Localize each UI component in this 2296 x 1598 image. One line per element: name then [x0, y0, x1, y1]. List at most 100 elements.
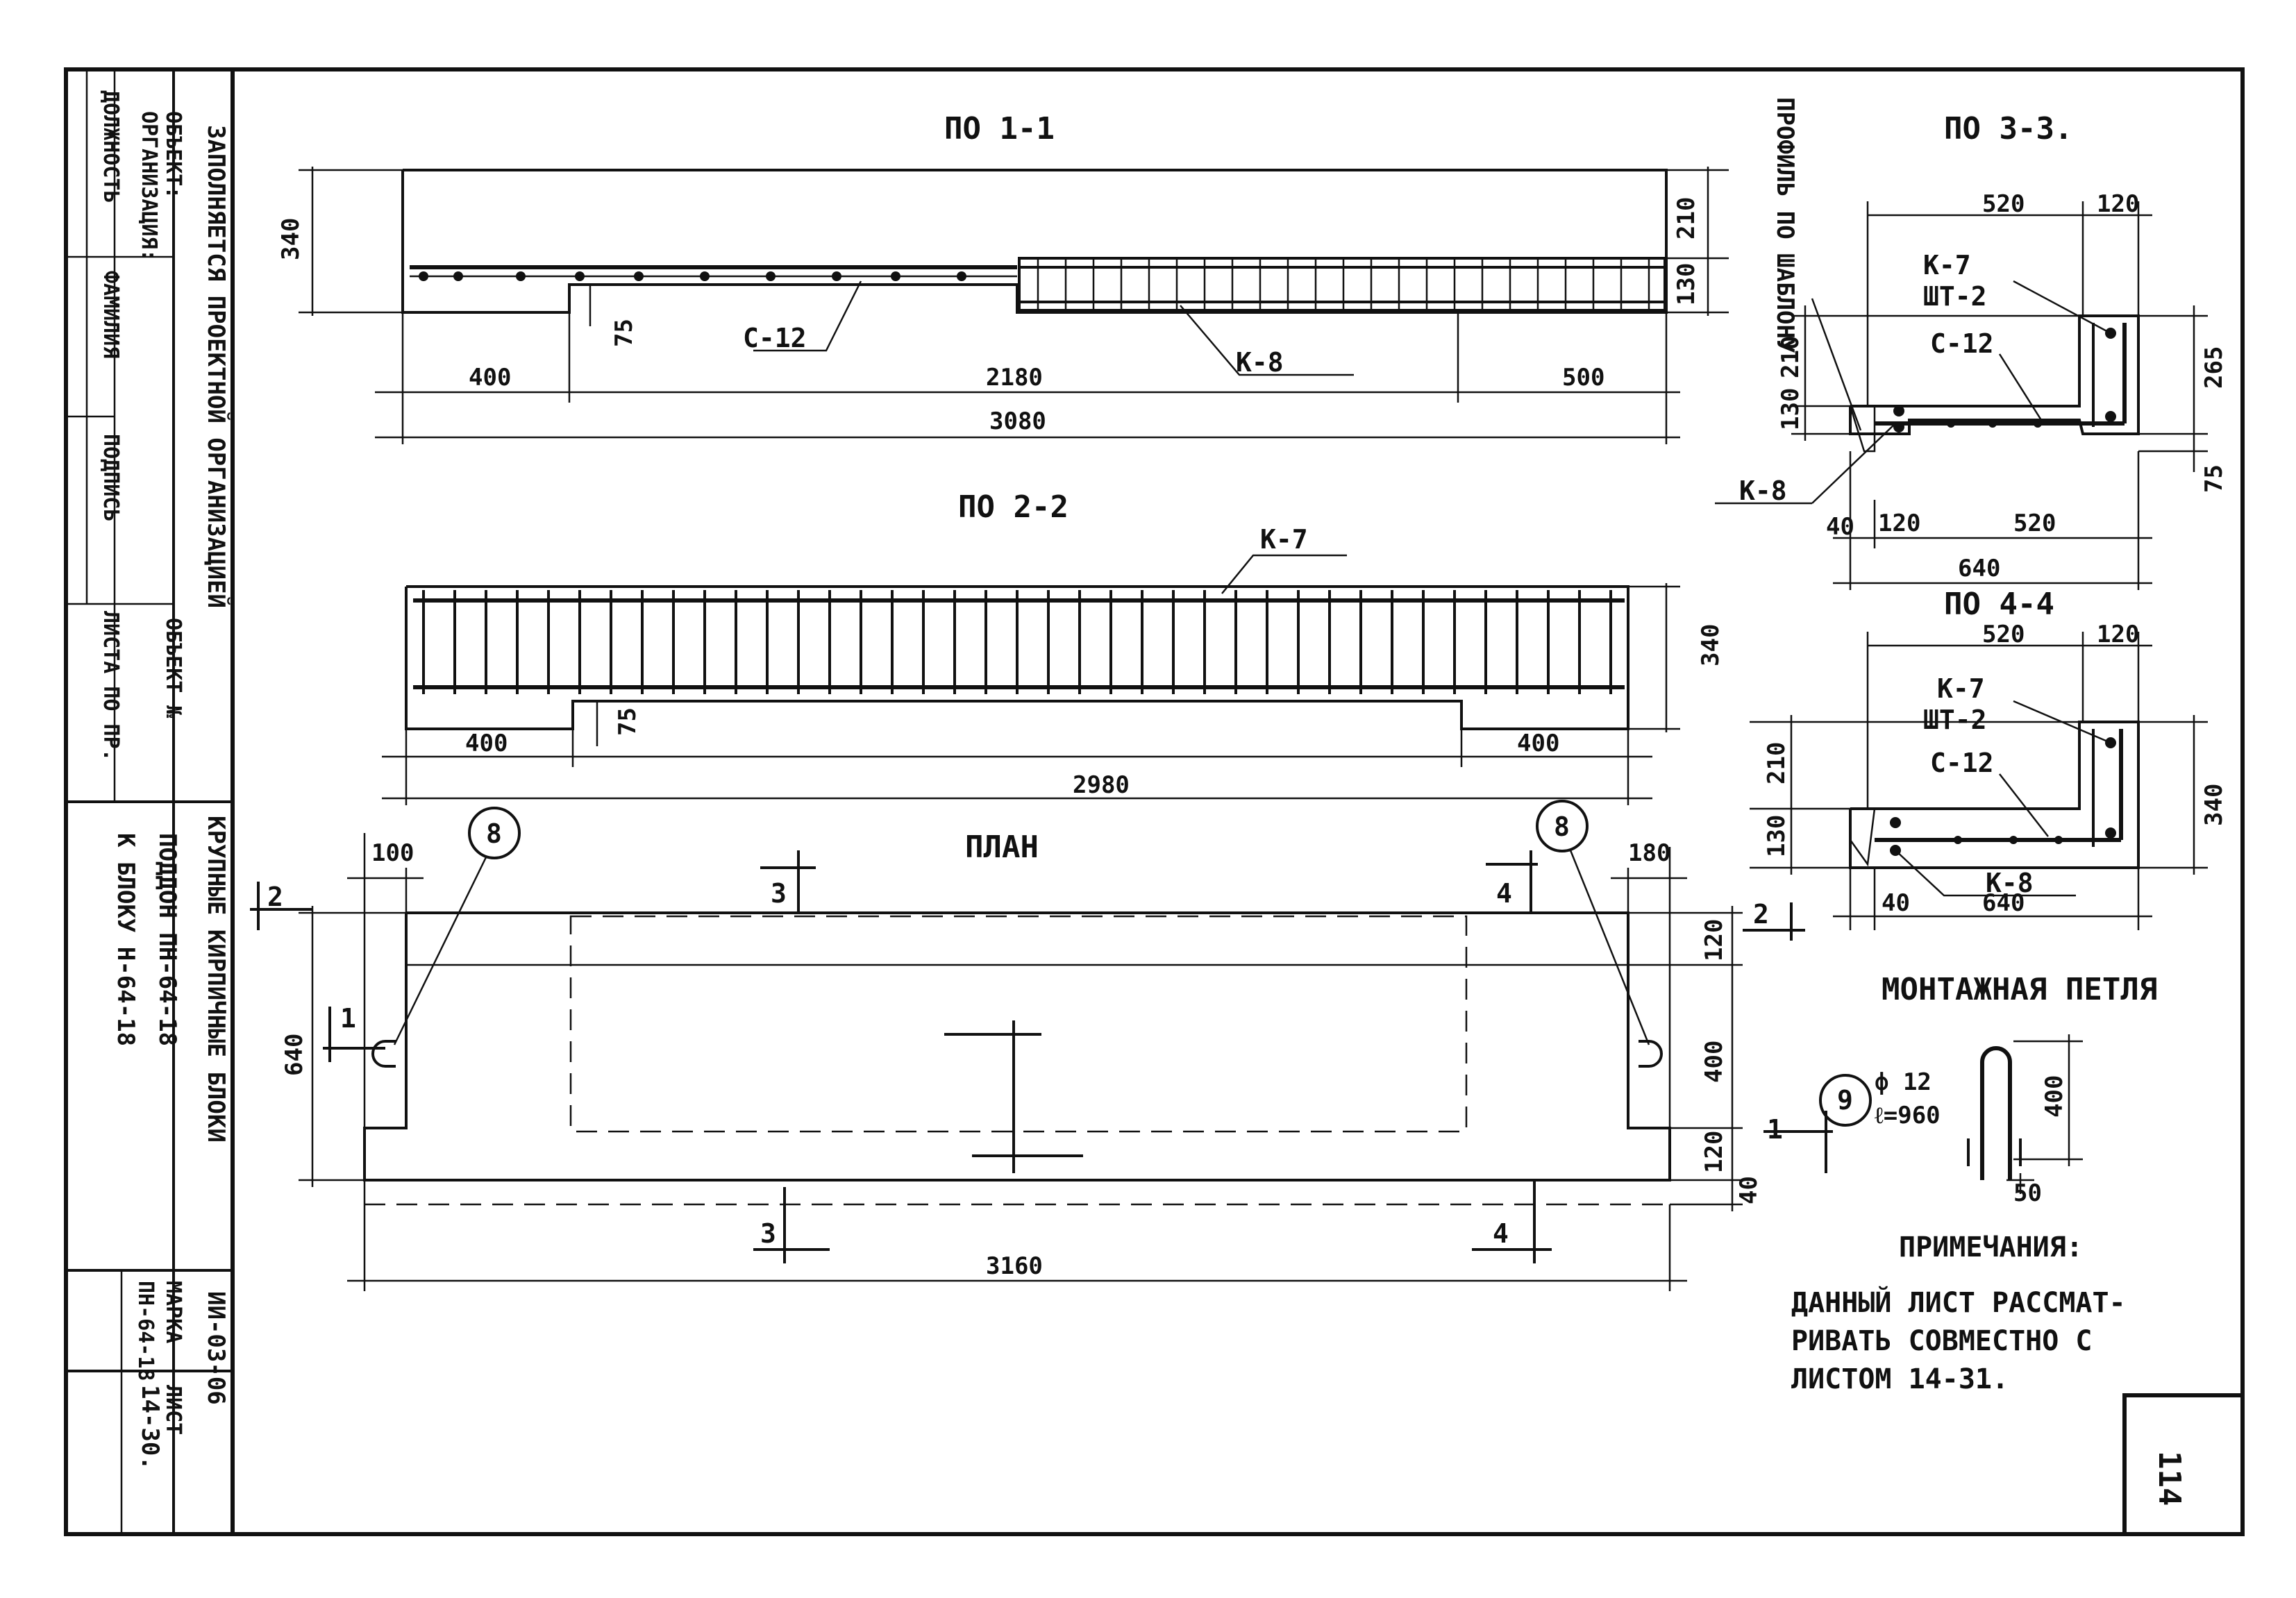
dim-640-plan: 640 — [280, 1034, 308, 1076]
pos8-right-circle — [1536, 800, 1589, 852]
label-k8-3-3: К-8 — [1739, 476, 1787, 506]
stamp-col-position: ДОЛЖНОСТЬ — [99, 90, 123, 203]
dim-75-1-1: 75 — [610, 319, 638, 347]
label-sht2-4-4: ШТ-2 — [1923, 705, 1987, 735]
cage-k7-verticals — [422, 590, 1612, 694]
dim-265-3-3: 265 — [2200, 346, 2228, 389]
stamp-col-sheets: ОБЪЕКТ № — [161, 618, 185, 718]
cut-1-right: 1 — [1767, 1114, 1783, 1145]
section-1-1-title: ПО 1-1 — [944, 111, 1055, 146]
dim-520b-3-3: 520 — [2013, 510, 2056, 537]
stamp-code: ИИ-03-06 — [202, 1291, 230, 1405]
dim-340-4-4: 340 — [2200, 784, 2228, 826]
dim-400-loop: 400 — [2041, 1075, 2068, 1118]
plan-title: ПЛАН — [965, 830, 1039, 865]
dim-400-1-1: 400 — [469, 364, 511, 392]
stamp-col-signature: ПОДПИСЬ — [99, 434, 123, 521]
label-k7-3-3: К-7 — [1923, 250, 1971, 280]
notes-block: ПРИМЕЧАНИЯ: ДАННЫЙ ЛИСТ РАССМАТ- РИВАТЬ … — [1791, 1231, 2126, 1395]
label-k8-1-1: К-8 — [1236, 347, 1284, 378]
dim-400-plan: 400 — [1700, 1041, 1728, 1083]
stamp-col-name: ФАМИЛИЯ — [99, 271, 123, 358]
dim-130-1-1: 130 — [1673, 263, 1700, 305]
dims-2-2 — [382, 583, 1680, 805]
dim-400-left-2-2: 400 — [465, 730, 508, 757]
cut-3-bottom: 3 — [760, 1218, 776, 1249]
dim-400-right-2-2: 400 — [1517, 730, 1559, 757]
dim-75-3-3: 75 — [2200, 464, 2228, 493]
dim-500-1-1: 500 — [1562, 364, 1604, 392]
dim-120b-3-3: 120 — [1878, 510, 1920, 537]
plan-view: ПЛАН 8 8 3 3 4 4 2 1 2 1 — [250, 800, 1833, 1291]
dim-210-3-3: 210 — [1777, 336, 1804, 378]
cage-k8-verticals — [1037, 258, 1650, 310]
section-2-2: ПО 2-2 К-7 — [382, 489, 1725, 805]
label-pos8-left: 8 — [486, 818, 502, 849]
dims-loop — [2006, 1034, 2083, 1194]
stamp-marka-label: МАРКА — [161, 1281, 185, 1343]
dim-520-4-4: 520 — [1982, 621, 2025, 648]
dim-210-1-1: 210 — [1673, 197, 1700, 239]
label-pos8-right: 8 — [1554, 811, 1570, 842]
dim-120-3-3: 120 — [2097, 190, 2139, 218]
cut-4-bottom: 4 — [1493, 1218, 1509, 1249]
dim-50-loop: 50 — [2013, 1179, 2042, 1207]
dim-2180-1-1: 2180 — [986, 364, 1043, 392]
dim-40-plan: 40 — [1735, 1176, 1763, 1204]
section-3-3: ПО 3-3. ПРОФИЛЬ ПО ШАБЛОНУ К-7 ШТ-2 С-12… — [1715, 97, 2228, 590]
dims-plan — [299, 833, 1743, 1291]
dim-120-4-4: 120 — [2097, 621, 2139, 648]
notes-line2: РИВАТЬ СОВМЕСТНО С — [1791, 1325, 2092, 1357]
rebar-dots-1-1 — [419, 271, 966, 281]
dim-180-plan: 180 — [1628, 839, 1670, 867]
dim-3080-1-1: 3080 — [989, 407, 1046, 435]
dim-130-4-4: 130 — [1763, 815, 1791, 857]
notes-line1: ДАННЫЙ ЛИСТ РАССМАТ- — [1791, 1286, 2126, 1319]
dim-340-1-1: 340 — [277, 218, 305, 260]
profile-note: ПРОФИЛЬ ПО ШАБЛОНУ — [1771, 97, 1799, 353]
dim-120-top-plan: 120 — [1700, 919, 1728, 961]
cut-4-top: 4 — [1496, 878, 1512, 909]
dim-520-3-3: 520 — [1982, 190, 2025, 218]
section-4-4-title: ПО 4-4 — [1944, 587, 2054, 622]
section-3-3-title: ПО 3-3. — [1944, 111, 2072, 146]
label-c12-1-1: С-12 — [743, 323, 807, 353]
loop-diameter: ф 12 — [1875, 1068, 1932, 1096]
label-k8-4-4: К-8 — [1986, 868, 2034, 898]
stamp-marka-value: ПН-64-18 — [133, 1281, 158, 1381]
mounting-loop: МОНТАЖНАЯ ПЕТЛЯ 9 ф 12 ℓ=960 400 50 — [1819, 972, 2157, 1207]
dims-3-3 — [1791, 201, 2208, 590]
dim-210-4-4: 210 — [1763, 742, 1791, 784]
stamp-org-label: ОРГАНИЗАЦИЯ: — [137, 111, 161, 262]
label-c12-4-4: С-12 — [1930, 748, 1994, 778]
dim-100-plan: 100 — [371, 839, 414, 867]
stamp-title-line1: ПОДДОН ПН-64-18 — [153, 833, 181, 1046]
dim-2980-2-2: 2980 — [1073, 771, 1130, 799]
cut-2-left: 2 — [267, 882, 283, 912]
dim-340-2-2: 340 — [1697, 624, 1725, 666]
label-c12-3-3: С-12 — [1930, 328, 1994, 359]
dim-120-bot-plan: 120 — [1700, 1131, 1728, 1173]
stamp-col-sheets2: ЛИСТА ПО ПР. — [99, 611, 123, 762]
label-pos9: 9 — [1837, 1085, 1853, 1116]
label-sht2-3-3: ШТ-2 — [1923, 281, 1987, 312]
stamp-title-line2: К БЛОКУ Н-64-18 — [112, 833, 140, 1046]
section-1-1: ПО 1-1 — [277, 111, 1729, 444]
stamp-series: КРУПНЫЕ КИРПИЧНЫЕ БЛОКИ — [202, 816, 230, 1143]
stamp-fill-note: ЗАПОЛНЯЕТСЯ ПРОЕКТНОЙ ОРГАНИЗАЦИЕЙ — [202, 125, 231, 608]
label-k7-2-2: К-7 — [1260, 524, 1308, 555]
cut-1-left: 1 — [340, 1003, 356, 1034]
cut-3-top: 3 — [771, 878, 787, 909]
dim-40-3-3: 40 — [1826, 513, 1854, 541]
notes-title: ПРИМЕЧАНИЯ: — [1899, 1231, 2083, 1263]
mounting-loop-title: МОНТАЖНАЯ ПЕТЛЯ — [1882, 972, 2157, 1007]
stamp-object-label: ОБЪЕКТ: — [161, 111, 185, 199]
dim-130-3-3: 130 — [1777, 388, 1804, 430]
stamp-list-label: ЛИСТ — [161, 1385, 185, 1435]
dims-4-4 — [1750, 632, 2208, 930]
dim-75-2-2: 75 — [614, 707, 642, 736]
dim-3160-plan: 3160 — [986, 1252, 1043, 1280]
dim-640-3-3: 640 — [1958, 555, 2000, 582]
loop-length: ℓ=960 — [1875, 1102, 1941, 1129]
